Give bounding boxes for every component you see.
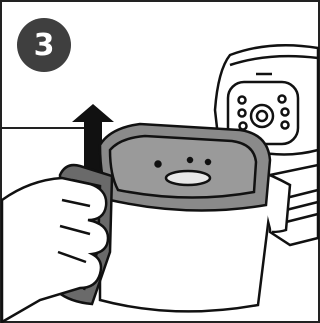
- basket: [100, 124, 270, 210]
- step-number: 3: [18, 19, 70, 71]
